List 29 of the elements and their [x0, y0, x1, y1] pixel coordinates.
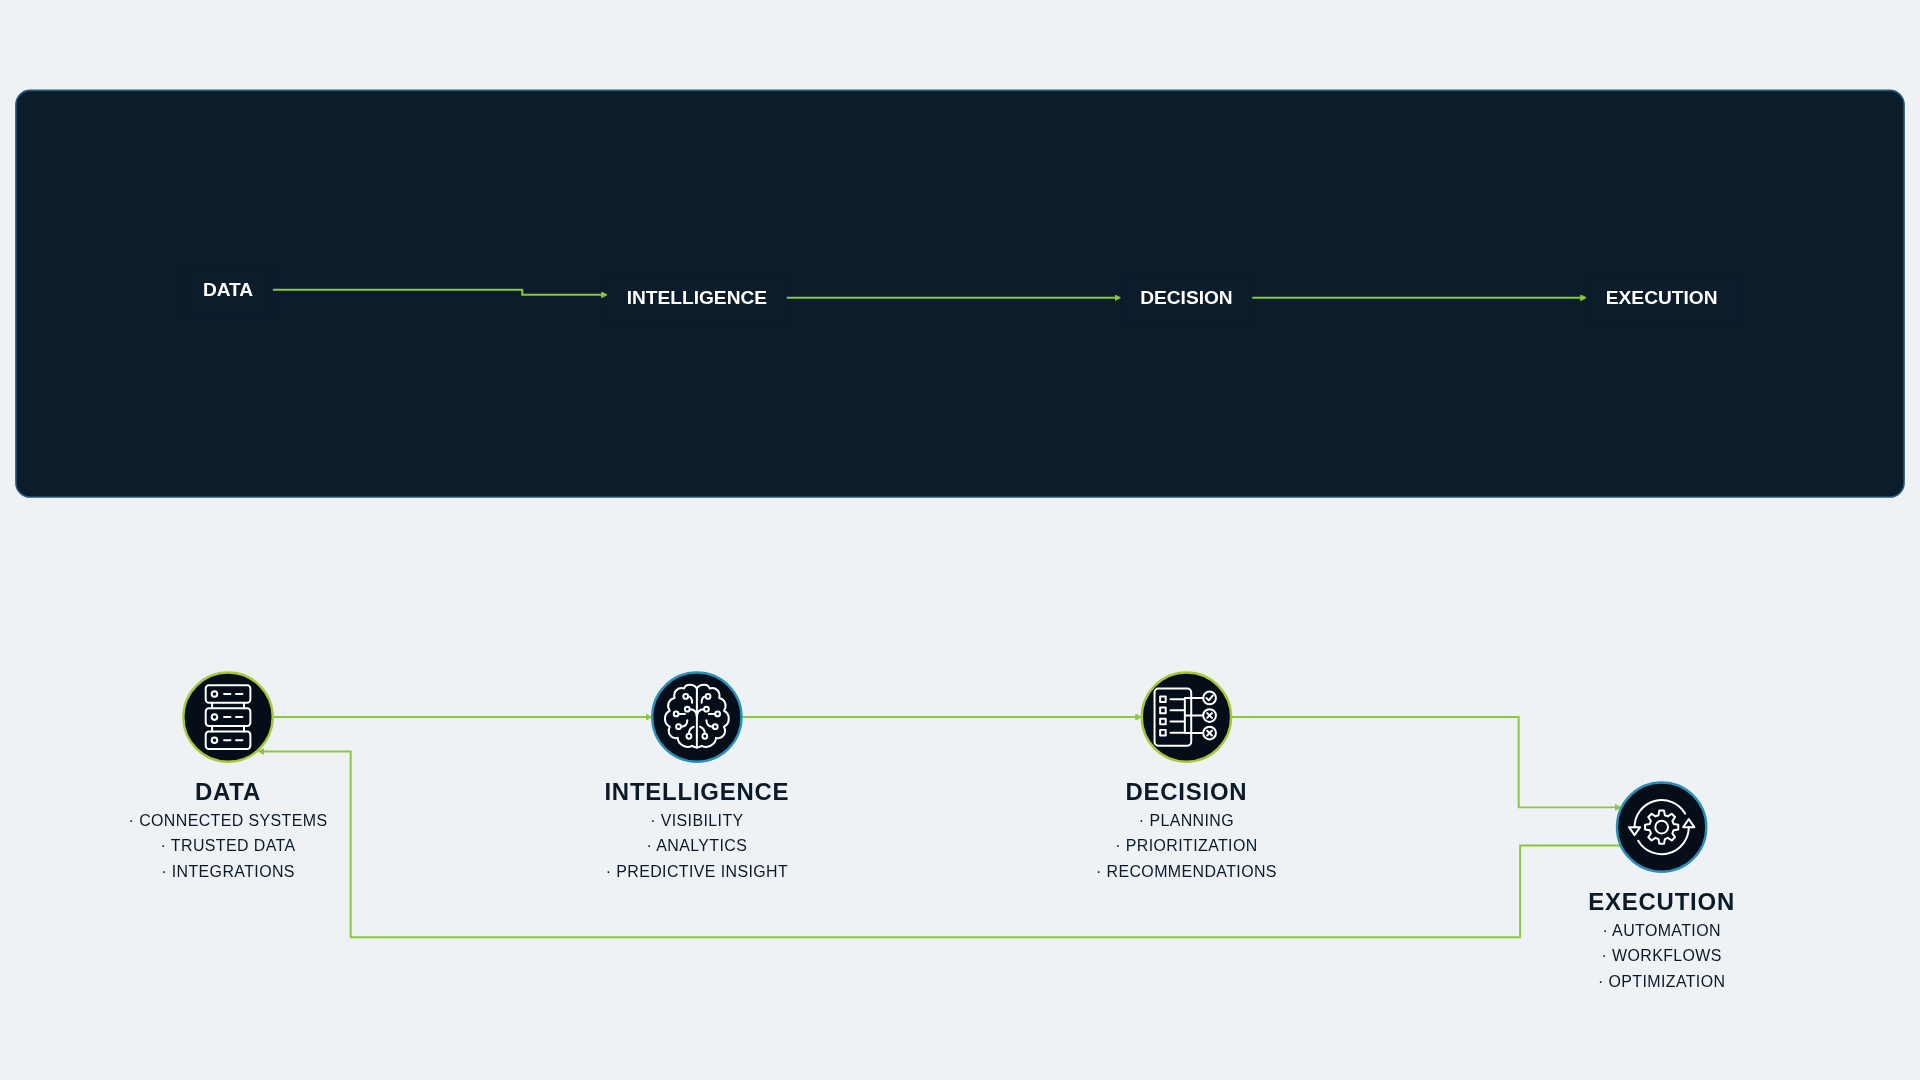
arrow: [785, 294, 1122, 302]
node-circle: [182, 671, 274, 763]
stage-heading: EXECUTION: [1588, 888, 1735, 916]
stage-heading: DECISION: [1125, 778, 1248, 806]
bullet-item: · TRUSTED DATA: [160, 837, 296, 855]
bullet-item: · ANALYTICS: [646, 837, 748, 855]
stage-heading: DATA: [195, 778, 262, 806]
bullet-item: · OPTIMIZATION: [1597, 972, 1726, 990]
node-text: DECISION: [1140, 286, 1233, 309]
bullet-item: · PLANNING: [1138, 811, 1235, 829]
bullet-item: · WORKFLOWS: [1601, 947, 1722, 965]
bullet-item: · PREDICTIVE INSIGHT: [605, 862, 789, 880]
arrow: [271, 288, 608, 299]
arrow: [1250, 294, 1587, 302]
node-text: INTELLIGENCE: [626, 286, 768, 309]
arrow: [1230, 716, 1622, 811]
stage-heading: INTELLIGENCE: [604, 778, 790, 806]
node-circle: [1140, 671, 1233, 763]
bullet-item: · VISIBILITY: [650, 811, 744, 829]
node-circle: [1615, 781, 1708, 873]
bullet-item: · PRIORITIZATION: [1115, 837, 1258, 855]
node-text: EXECUTION: [1605, 286, 1718, 309]
bullet-item: · CONNECTED SYSTEMS: [128, 811, 328, 829]
bullet-item: · INTEGRATIONS: [161, 862, 295, 880]
node-text: DATA: [202, 278, 254, 301]
bullet-item: · RECOMMENDATIONS: [1096, 862, 1277, 880]
cluster: [15, 89, 1905, 498]
node-circle: [651, 671, 743, 763]
bullet-item: · AUTOMATION: [1602, 921, 1721, 939]
